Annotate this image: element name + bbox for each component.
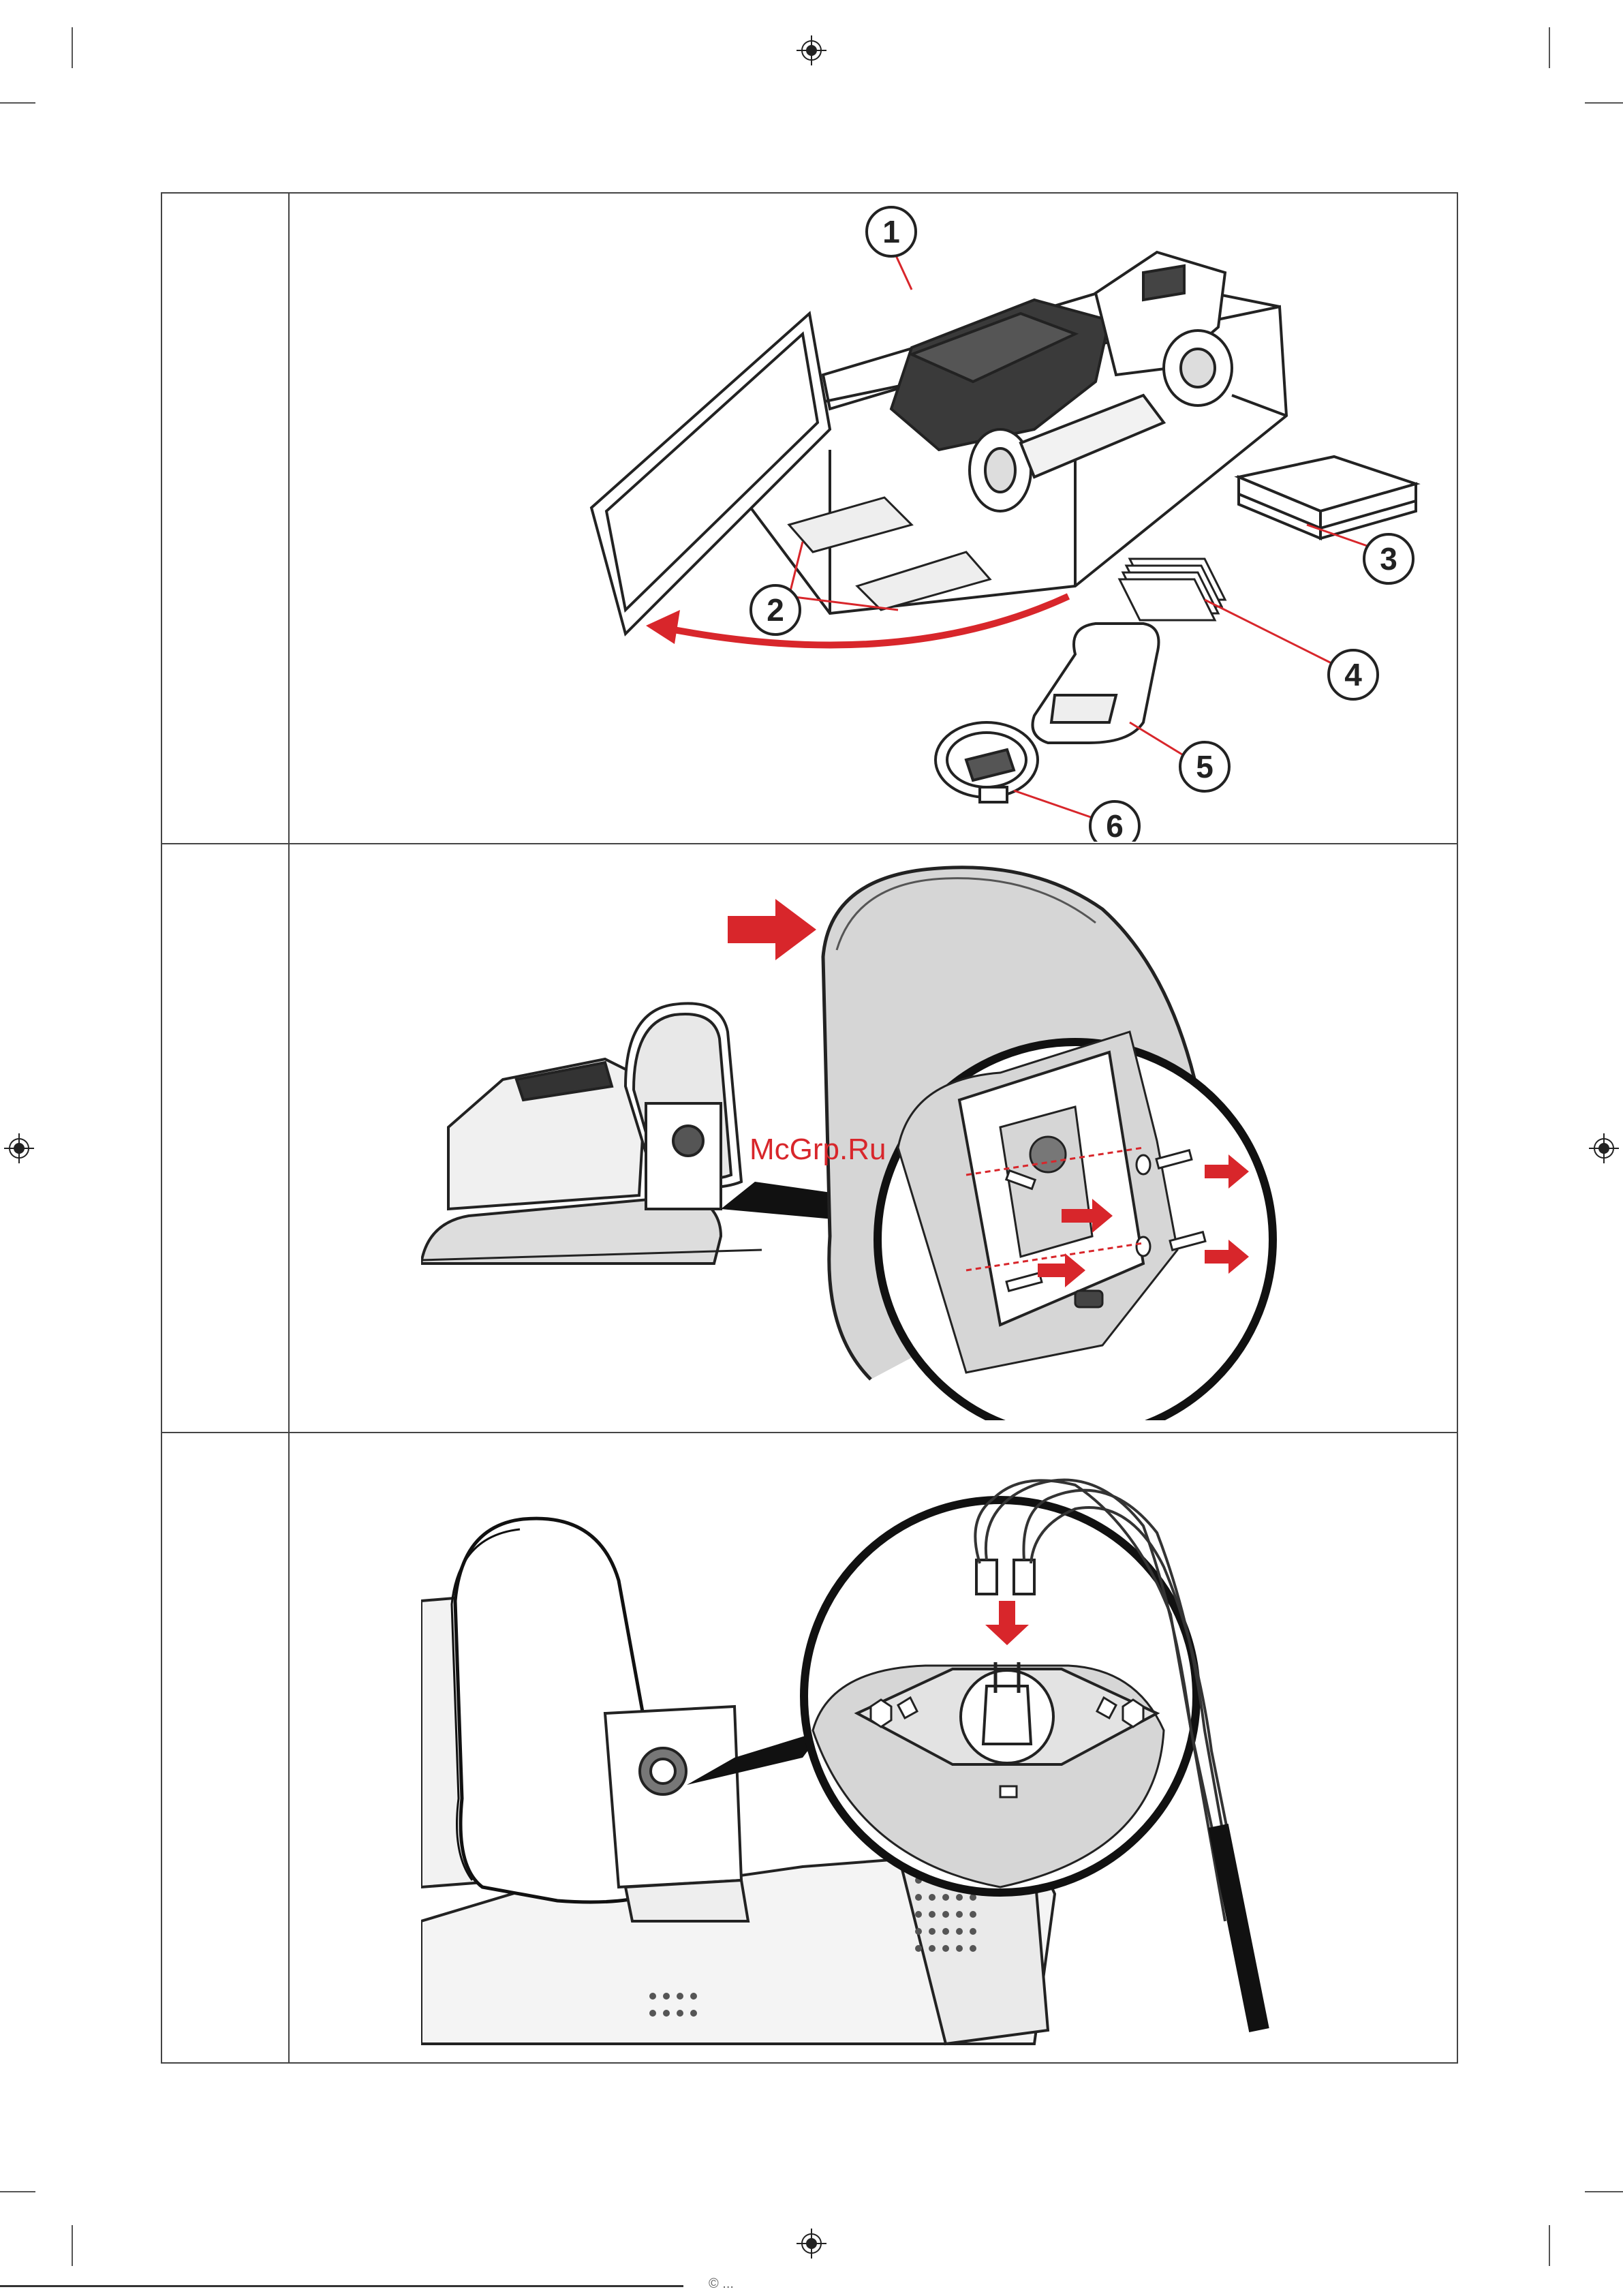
callout-6: 6 [1090,801,1139,842]
unpacking-illustration: 1 2 3 4 5 6 [421,204,1457,842]
registration-mark-right [1589,1133,1619,1163]
registration-mark-bottom [797,2229,826,2259]
step-column-divider [288,194,290,2062]
ramps [789,498,990,610]
crop-mark-top-right-v [1549,27,1550,68]
registration-mark-top [797,35,826,65]
svg-text:6: 6 [1106,808,1124,842]
callout-1: 1 [867,207,916,256]
svg-text:1: 1 [882,214,900,249]
watermark: McGrp.Ru [749,1133,886,1167]
footer-rule [0,2285,683,2287]
unfold-arrow [660,596,1068,645]
svg-text:3: 3 [1380,541,1397,577]
callout-5: 5 [1180,742,1229,791]
steering-wheel-part [936,722,1038,802]
crop-mark-top-left-v [72,27,73,68]
seat-mounting-illustration [421,855,1457,1420]
mower-illustration [891,252,1232,511]
crop-mark-bottom-left-h [0,2191,35,2192]
switch-magnifier [804,1500,1196,1893]
crop-mark-top-left-h [0,102,35,104]
svg-text:4: 4 [1344,657,1362,692]
crop-mark-bottom-left-v [72,2225,73,2266]
seat-bracket [605,1706,748,1921]
seat-part [1033,624,1159,743]
row-divider-2 [162,1432,1457,1433]
footer-text: © ... [709,2276,734,2292]
svg-text:5: 5 [1196,749,1214,784]
crate-side-panel [591,313,830,634]
wire-sleeve [1218,1826,1259,2030]
callout-3: 3 [1364,534,1413,583]
callout-4: 4 [1329,650,1378,699]
seat-switch-wiring-illustration [421,1444,1457,2057]
unfold-arrowhead [646,610,680,644]
instruction-table: 1 2 3 4 5 6 [161,192,1458,2064]
bracket-inset-small [646,1103,721,1209]
detail-magnifier [878,1032,1273,1420]
svg-text:2: 2 [767,592,784,628]
crop-mark-top-right-h [1585,102,1623,104]
row-divider-1 [162,843,1457,844]
manuals [1119,559,1225,620]
accessory-box [1239,457,1416,538]
crop-mark-bottom-right-h [1585,2191,1623,2192]
push-arrow [728,899,816,960]
crop-mark-bottom-right-v [1549,2225,1550,2266]
registration-mark-left [4,1133,34,1163]
callout-2: 2 [751,585,800,634]
